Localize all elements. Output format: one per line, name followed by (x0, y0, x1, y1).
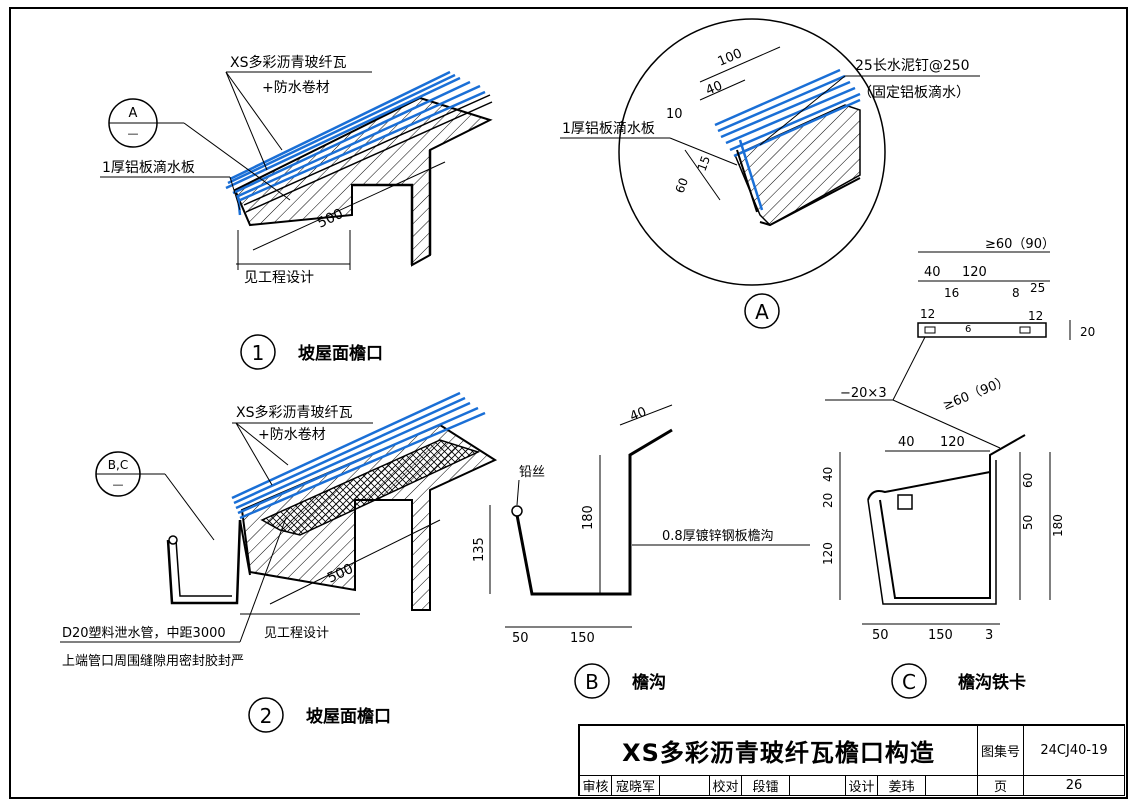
dim-c-20: 20 (1080, 325, 1095, 339)
review-label: 审核 (580, 776, 612, 796)
detail-2-title: 坡屋面檐口 (306, 706, 391, 727)
gutter-b-profile (515, 428, 673, 596)
sheet-border (9, 7, 1128, 799)
gutter-profile (166, 519, 242, 605)
detail-2-number: 2 (260, 704, 273, 728)
dim-c-6: 6 (965, 324, 971, 335)
dim-b-40: 40 (628, 405, 649, 425)
callout-bc-letters: B,C (108, 458, 128, 472)
dim-c-12b: 12 (1028, 309, 1043, 323)
detail-a-letter-circle (744, 293, 780, 329)
pipe-label: D20塑料泄水管，中距3000 (62, 626, 226, 641)
shingle-layers (225, 70, 486, 216)
dim-c-16: 16 (944, 286, 959, 300)
dim-c-60-v: 60 (1021, 473, 1035, 488)
bar-label: −20×3 (840, 386, 887, 401)
membrane-label-2: +防水卷材 (258, 427, 326, 443)
check-label: 校对 (710, 776, 742, 796)
reviewer-name: 寇晓军 (612, 776, 660, 796)
dim-b-150: 150 (570, 631, 595, 646)
drawing-title: XS多彩沥青玻纤瓦檐口构造 (580, 726, 978, 776)
detail-b-letter: B (585, 670, 599, 694)
detail-a-shingles (714, 68, 861, 211)
detail-c-bracket: ≥60（90） 40 120 16 8 25 12 12 6 20 −20×3 … (821, 237, 1095, 699)
callout-a-sub: — (128, 127, 139, 140)
checker-name: 段镭 (742, 776, 790, 796)
dim-c-12a: 12 (920, 307, 935, 321)
dim-c-40-b: 40 (898, 435, 915, 450)
nail-label: 25长水泥钉@250 (855, 58, 970, 74)
dim-c-40: 40 (924, 265, 941, 280)
callout-a-letter: A (129, 106, 138, 121)
detail-a-letter: A (755, 300, 769, 324)
detail-1-number: 1 (252, 341, 265, 365)
dim-a-40: 40 (704, 78, 725, 98)
design-label: 设计 (846, 776, 878, 796)
reviewer-signature (660, 776, 710, 796)
dim-b-50: 50 (512, 631, 529, 646)
dim-a-15: 15 (695, 154, 713, 173)
detail-b-letter-circle (574, 663, 610, 699)
dim-c-40-v: 40 (821, 467, 835, 482)
detail-1-number-circle (240, 334, 276, 370)
dim-a-60: 60 (673, 176, 691, 195)
seal-label: 上端管口周围缝隙用密封胶封严 (62, 653, 244, 669)
dim-a-10: 10 (666, 107, 683, 122)
dim-c-120-v: 120 (821, 542, 835, 565)
nail-note: （固定铝板滴水） (858, 84, 970, 101)
membrane-label: +防水卷材 (262, 80, 330, 96)
detail-c-letter: C (902, 670, 916, 694)
detail-2-eave: XS多彩沥青玻纤瓦 +防水卷材 B,C — 500 D20塑料泄水管，中距300… (60, 391, 498, 733)
drip-label: 1厚铝板滴水板 (102, 159, 195, 176)
dim-design: 见工程设计 (244, 270, 314, 286)
checker-signature (790, 776, 846, 796)
wire-label: 铅丝 (519, 465, 545, 480)
detail-a-enlarged: 100 40 10 15 60 25长水泥钉@250 （固定铝板滴水） 1厚铝板… (560, 18, 980, 329)
insulation-layer (260, 439, 481, 536)
designer-signature (926, 776, 978, 796)
detail-b-gutter: 40 铅丝 180 135 0.8厚镀锌钢板檐沟 50 150 B 檐沟 (472, 404, 810, 699)
atlas-number: 24CJ40-19 (1024, 726, 1125, 776)
detail-2-number-circle (248, 697, 284, 733)
roof-label-2: XS多彩沥青玻纤瓦 (236, 404, 352, 421)
detail-a-circle (618, 18, 886, 286)
dim-a-100: 100 (716, 46, 745, 70)
atlas-label: 图集号 (978, 726, 1024, 776)
bracket-flat-bar (917, 322, 1047, 338)
dim-c-25: 25 (1030, 281, 1045, 295)
dim-c-60-90-b: ≥60（90） (941, 374, 1012, 414)
dim-c-20-v: 20 (821, 493, 835, 508)
dim-c-180-v: 180 (1051, 514, 1065, 537)
dim-c-50-h: 50 (872, 628, 889, 643)
bracket-profile (879, 434, 1026, 599)
page-number: 26 (1024, 776, 1125, 796)
designer-name: 姜玮 (878, 776, 926, 796)
dim-b-180: 180 (581, 505, 596, 530)
callout-bc-sub: — (113, 478, 124, 491)
title-block: XS多彩沥青玻纤瓦檐口构造 图集号 24CJ40-19 审核 寇晓军 校对 段镭… (578, 724, 1125, 796)
dim-c-120: 120 (962, 265, 987, 280)
shingle-layers-2 (231, 391, 486, 520)
dim-c-60-90: ≥60（90） (985, 237, 1055, 252)
detail-c-title: 檐沟铁卡 (958, 672, 1026, 693)
detail-c-letter-circle (891, 663, 927, 699)
dim-c-120-b: 120 (940, 435, 965, 450)
detail-b-title: 檐沟 (632, 672, 666, 693)
roof-label: XS多彩沥青玻纤瓦 (230, 54, 346, 71)
detail-a-drip-label: 1厚铝板滴水板 (562, 120, 655, 137)
gutter-b-label: 0.8厚镀锌钢板檐沟 (662, 528, 774, 544)
design-label: 见工程设计 (264, 626, 329, 641)
dim-c-50-v: 50 (1021, 515, 1035, 530)
detail-1-title: 坡屋面檐口 (298, 343, 383, 364)
dim-c-3-h: 3 (985, 628, 993, 643)
dim-c-150-h: 150 (928, 628, 953, 643)
dim-b-135: 135 (472, 537, 487, 562)
page-label: 页 (978, 776, 1024, 796)
dim-c-8: 8 (1012, 286, 1020, 300)
detail-1-eave: XS多彩沥青玻纤瓦 +防水卷材 1厚铝板滴水板 A — 500 见工程设计 1 … (100, 54, 493, 370)
